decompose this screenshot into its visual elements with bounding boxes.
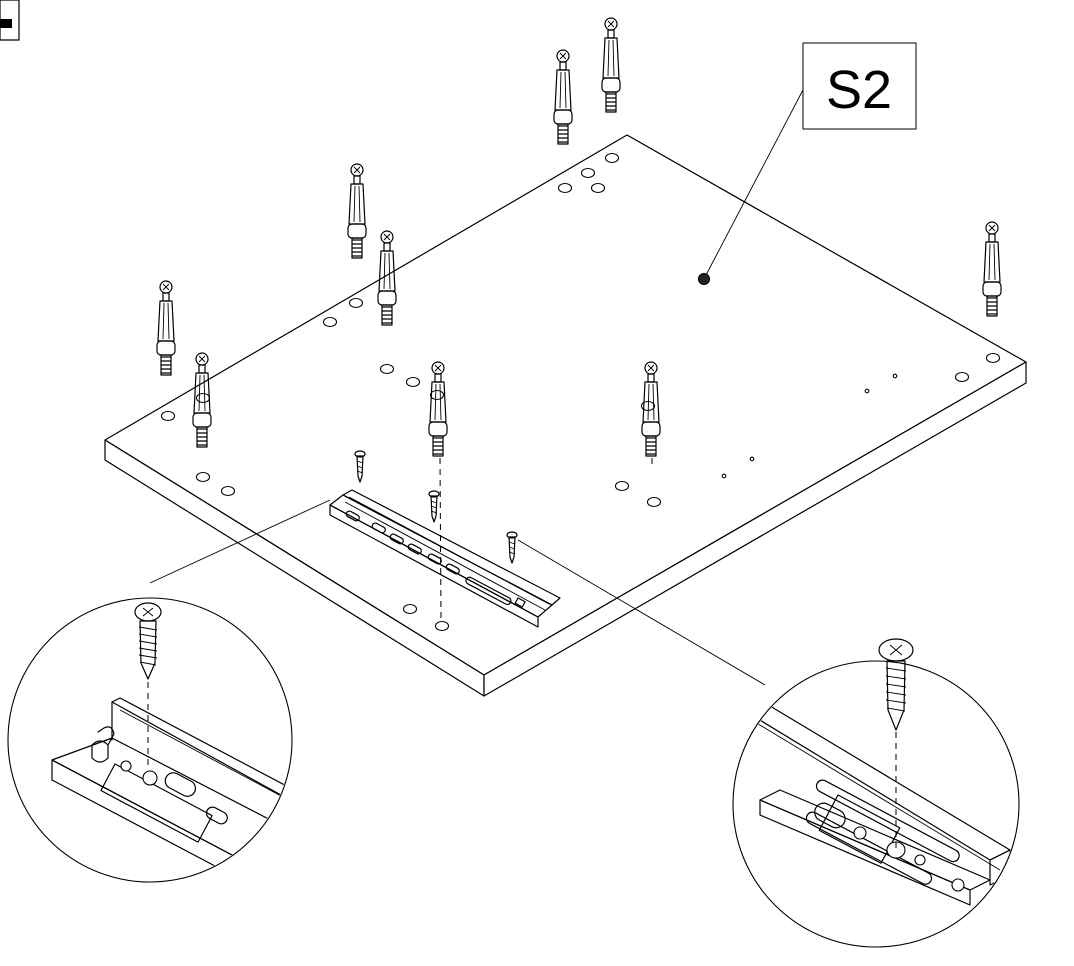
board-hole: [434, 620, 450, 632]
board-hole: [580, 167, 596, 179]
board-hole: [195, 471, 211, 483]
board-hole: [322, 316, 338, 328]
board-hole: [402, 603, 418, 615]
board-panel: [104, 134, 1027, 697]
pilot-hole: [749, 456, 755, 462]
part-label-leader: [698, 87, 805, 285]
detail-screw-right: [878, 638, 914, 731]
board-hole: [604, 152, 620, 164]
board-hole: [379, 363, 395, 375]
left-detail: [7, 597, 293, 883]
board-holes: [160, 152, 1001, 632]
pilot-hole: [864, 388, 870, 394]
board-hole: [160, 410, 176, 422]
drawer-rail: [329, 489, 561, 628]
wood-screw: [354, 450, 366, 483]
board-hole: [557, 182, 573, 194]
cam-bolts: [156, 17, 1002, 457]
cam-bolt: [192, 352, 212, 448]
cam-bolt: [601, 17, 621, 113]
guide-lines: [439, 457, 653, 621]
board-hole: [985, 352, 1001, 364]
board-hole: [348, 297, 364, 309]
part-label-text: S2: [826, 60, 892, 120]
pilot-hole: [721, 473, 727, 479]
board-hole: [195, 392, 211, 404]
cam-bolt: [428, 361, 448, 457]
part-label: S2: [802, 42, 917, 130]
cam-bolt: [156, 280, 176, 376]
wood-screws: [354, 450, 518, 564]
cam-bolt: [982, 221, 1002, 317]
board-hole: [590, 182, 606, 194]
step-indicator: [0, 0, 20, 41]
wood-screw: [428, 490, 440, 523]
cam-bolt: [347, 163, 367, 259]
board-hole: [614, 480, 630, 492]
pilot-hole: [892, 373, 898, 379]
cam-bolt: [641, 361, 661, 457]
board-hole: [405, 376, 421, 388]
board-hole: [220, 485, 236, 497]
cam-bolt: [377, 230, 397, 326]
detail-screw-left: [134, 602, 162, 680]
board-hole: [429, 389, 445, 401]
wood-screw: [506, 531, 518, 564]
board-hole: [646, 496, 662, 508]
cam-bolt: [553, 49, 573, 145]
right-detail: [732, 638, 1020, 948]
detail-leaders: [149, 499, 766, 686]
board-hole: [954, 371, 970, 383]
